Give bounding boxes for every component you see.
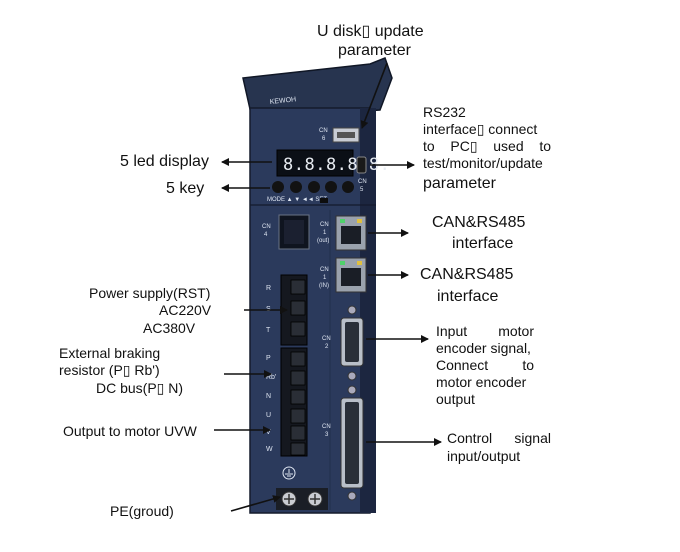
key-set[interactable]	[342, 181, 354, 193]
label-u-disk-2: parameter	[338, 42, 411, 59]
label-power-3: AC380V	[143, 320, 196, 336]
svg-text:1: 1	[323, 230, 327, 236]
drive-side	[360, 108, 376, 513]
rs232-port	[356, 156, 367, 174]
terminal-label-3: P	[266, 355, 271, 362]
label-can1-1: CAN&RS485	[432, 214, 526, 231]
label-brake-2: resistor (P▯ Rb')	[59, 362, 160, 378]
label-key: 5 key	[166, 180, 205, 197]
arrow-pe	[230, 495, 281, 512]
ground-icon	[282, 466, 296, 480]
label-rs232-4: test/monitor/update	[423, 155, 543, 171]
key-down[interactable]	[308, 181, 320, 193]
svg-text:CN: CN	[320, 222, 329, 228]
label-rs232-2: interface▯ connect	[423, 121, 538, 137]
svg-text:4: 4	[264, 232, 268, 238]
terminal-label-8: W	[266, 446, 273, 453]
label-u-disk-1: U disk▯ update	[317, 23, 424, 40]
key-labels: MODE ▲ ▼ ◄◄ SET	[267, 197, 327, 203]
svg-text:(IN): (IN)	[319, 283, 329, 289]
svg-text:CN: CN	[320, 267, 329, 273]
led-display	[276, 149, 354, 177]
label-encoder-5: output	[436, 391, 475, 407]
brand-logo: KEWOH	[269, 96, 296, 106]
label-brake-3: DC bus(P▯ N)	[96, 380, 184, 396]
label-pe: PE(groud)	[110, 503, 174, 519]
label-encoder-4: motor encoder	[436, 374, 527, 390]
label-rs232-5: parameter	[423, 175, 496, 192]
terminal-label-6: U	[266, 412, 271, 419]
svg-text:3: 3	[325, 432, 329, 438]
label-power-2: AC220V	[159, 302, 212, 318]
label-rs232-3: to PC▯ used to	[423, 138, 551, 154]
label-rs232-1: RS232	[423, 104, 466, 120]
svg-text:1: 1	[323, 275, 327, 281]
svg-text:CN: CN	[262, 224, 271, 230]
key-mode[interactable]	[272, 181, 284, 193]
svg-text:CN: CN	[322, 424, 331, 430]
label-encoder-2: encoder signal,	[436, 340, 531, 356]
label-can2-2: interface	[437, 288, 499, 305]
arrow-usb	[360, 62, 388, 129]
terminal-label-0: R	[266, 285, 271, 292]
svg-text:CN: CN	[358, 179, 367, 185]
label-uvw: Output to motor UVW	[63, 423, 197, 439]
label-can2-1: CAN&RS485	[420, 266, 514, 283]
label-encoder-1: Input motor	[436, 323, 534, 339]
label-control-2: input/output	[447, 448, 521, 464]
terminal-label-5: N	[266, 393, 271, 400]
label-power-1: Power supply(RST)	[89, 285, 211, 301]
svg-text:(out): (out)	[317, 238, 329, 244]
label-led-display: 5 led display	[120, 153, 209, 170]
key-up[interactable]	[290, 181, 302, 193]
label-can1-2: interface	[452, 235, 514, 252]
label-control-1: Control signal	[447, 430, 551, 446]
svg-text:5: 5	[360, 187, 364, 193]
label-encoder-3: Connect to	[436, 357, 534, 373]
label-brake-1: External braking	[59, 345, 161, 361]
key-shift[interactable]	[325, 181, 337, 193]
terminal-label-2: T	[266, 327, 271, 334]
svg-text:CN: CN	[322, 336, 331, 342]
svg-text:6: 6	[322, 136, 326, 142]
svg-text:2: 2	[325, 344, 329, 350]
cn6-label: CN	[319, 128, 328, 134]
